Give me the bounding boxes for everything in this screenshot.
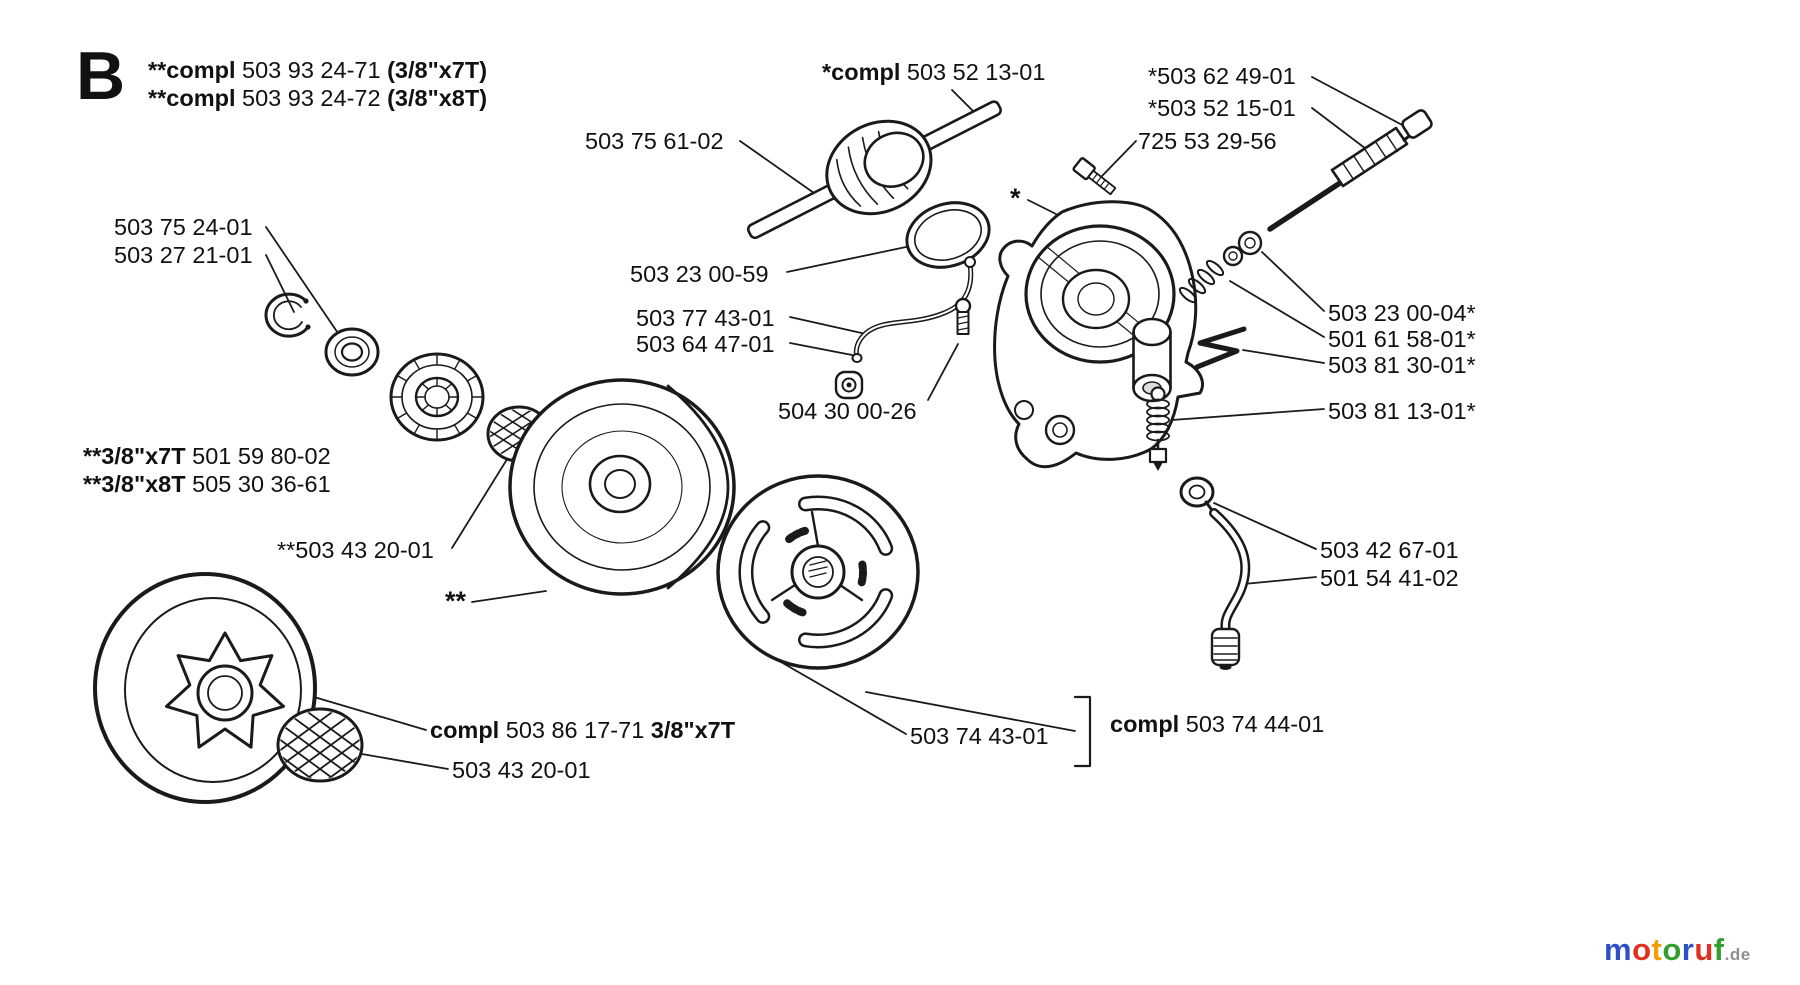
label-compl-503-74-44-01: compl 503 74 44-01	[1110, 711, 1325, 737]
label-503-23-00-04: 503 23 00-04*	[1328, 300, 1476, 326]
label-503-75-24-01: 503 75 24-01	[114, 214, 253, 240]
banjo-bolt-drawing	[954, 297, 972, 335]
circlip-drawing	[264, 292, 311, 338]
label-501-54-41-02: 501 54 41-02	[1320, 565, 1459, 591]
screw-drawing	[1072, 157, 1117, 196]
logo-letter-m: m	[1604, 932, 1633, 967]
label-asterisk: *	[1010, 183, 1021, 213]
label-504-30-00-26: 504 30 00-26	[778, 398, 917, 424]
oil-pump-worm-drawing	[746, 100, 1002, 240]
label-503-23-00-59: 503 23 00-59	[630, 261, 769, 287]
label-rim-8t: **3/8"x8T 505 30 36-61	[83, 471, 331, 497]
label-501-61-58-01: 501 61 58-01*	[1328, 326, 1476, 352]
label-compl-503-86-17-71: compl 503 86 17-71 3/8"x7T	[430, 717, 736, 743]
label-503-75-61-02: 503 75 61-02	[585, 128, 724, 154]
sprocket-rim-drawing	[389, 352, 485, 442]
label-compl-503-93-24-72: **compl 503 93 24-72 (3/8"x8T)	[148, 85, 488, 111]
logo-letter-o1: o	[1632, 932, 1652, 967]
label-503-27-21-01: 503 27 21-01	[114, 242, 253, 268]
washers-spring-drawing	[1178, 230, 1263, 304]
logo-letter-u: u	[1694, 932, 1714, 967]
clutch-assembly-drawing	[716, 474, 920, 670]
logo-suffix: .de	[1724, 945, 1751, 964]
label-503-81-13-01: 503 81 13-01*	[1328, 398, 1476, 424]
logo-letter-t: t	[1651, 932, 1663, 967]
label-503-42-67-01: 503 42 67-01	[1320, 537, 1459, 563]
label-compl-503-93-24-71: **compl 503 93 24-71 (3/8"x7T)	[148, 57, 488, 83]
logo-letter-r: r	[1681, 932, 1695, 967]
washer-drawing	[324, 327, 380, 377]
label-503-43-20-01-lower: 503 43 20-01	[452, 757, 591, 783]
label-rim-7t: **3/8"x7T 501 59 80-02	[83, 443, 331, 469]
label-double-asterisk: **	[445, 586, 467, 616]
label-503-74-43-01: 503 74 43-01	[910, 723, 1049, 749]
tensioner-spring-drawing	[1146, 386, 1170, 471]
oil-pipe-drawing	[851, 256, 976, 363]
section-letter: B	[76, 38, 126, 114]
adjuster-shaft-drawing	[1267, 109, 1433, 232]
label-503-52-15-01: *503 52 15-01	[1148, 95, 1296, 121]
oring-drawing	[905, 201, 991, 269]
label-503-77-43-01: 503 77 43-01	[636, 305, 775, 331]
label-compl-503-52-13-01: *compl 503 52 13-01	[822, 59, 1046, 85]
label-503-81-30-01: 503 81 30-01*	[1328, 352, 1476, 378]
crankcase-drawing	[993, 200, 1204, 469]
oil-hose-drawing	[1179, 476, 1251, 670]
label-503-62-49-01: *503 62 49-01	[1148, 63, 1296, 89]
grommet-drawing	[834, 370, 864, 400]
label-503-43-20-01-upper: **503 43 20-01	[277, 537, 434, 563]
group-bracket	[1073, 695, 1092, 768]
clutch-drum-drawing	[508, 378, 736, 596]
retainer-clip-drawing	[1194, 326, 1247, 370]
label-725-53-29-56: 725 53 29-56	[1138, 128, 1277, 154]
logo-letter-o2: o	[1662, 932, 1682, 967]
label-503-64-47-01: 503 64 47-01	[636, 331, 775, 357]
motoruf-logo: motoruf.de	[1604, 934, 1751, 965]
sprocket-drum-drawing	[93, 572, 317, 804]
logo-letter-f: f	[1713, 932, 1725, 967]
